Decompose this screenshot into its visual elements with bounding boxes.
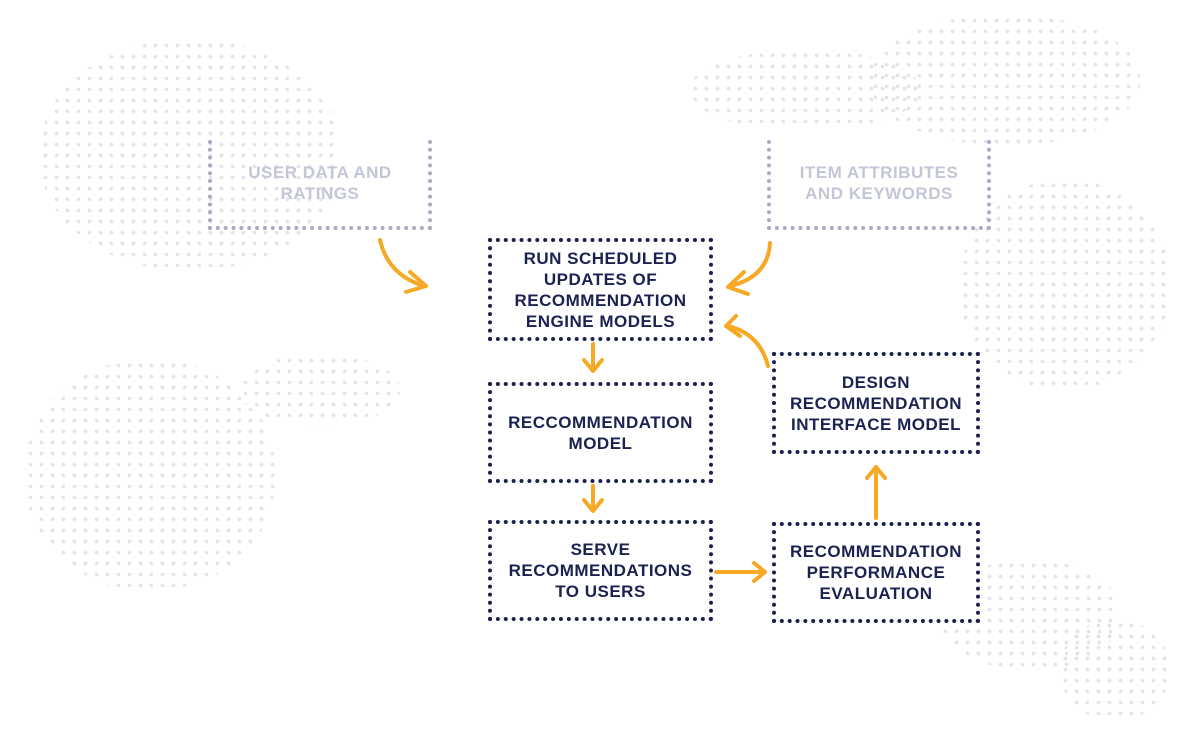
- design-node: DESIGN RECOMMENDATION INTERFACE MODEL: [772, 352, 980, 454]
- arrow-model-to-serve: [582, 484, 604, 513]
- arrow-evaluation-to-design: [865, 465, 887, 520]
- arrow-run-updates-to-model: [582, 342, 604, 373]
- user-data-label: USER DATA AND RATINGS: [248, 163, 392, 203]
- run-updates-label: RUN SCHEDULED UPDATES OF RECOMMENDATION …: [514, 248, 687, 331]
- model-node: RECCOMMENDATION MODEL: [488, 382, 713, 483]
- arrow-user-data-to-run-updates: [378, 238, 428, 294]
- background-dot-pattern: [25, 360, 275, 590]
- background-dot-pattern: [240, 355, 400, 425]
- serve-label: SERVE RECOMMENDATIONS TO USERS: [508, 540, 693, 601]
- background-dot-pattern: [1060, 620, 1170, 720]
- serve-node: SERVE RECOMMENDATIONS TO USERS: [488, 520, 713, 621]
- item-attributes-node: ITEM ATTRIBUTES AND KEYWORDS: [767, 140, 991, 230]
- arrow-design-to-run-updates: [724, 314, 770, 368]
- run-updates-node: RUN SCHEDULED UPDATES OF RECOMMENDATION …: [488, 238, 713, 341]
- arrow-serve-to-evaluation: [714, 561, 767, 583]
- user-data-node: USER DATA AND RATINGS: [208, 140, 432, 230]
- model-label: RECCOMMENDATION MODEL: [508, 412, 693, 453]
- design-label: DESIGN RECOMMENDATION INTERFACE MODEL: [790, 372, 962, 434]
- arrow-item-attributes-to-run-updates: [726, 241, 772, 296]
- blank-footer-area: [480, 675, 705, 705]
- evaluation-label: RECOMMENDATION PERFORMANCE EVALUATION: [790, 542, 962, 603]
- item-attributes-label: ITEM ATTRIBUTES AND KEYWORDS: [799, 163, 959, 203]
- evaluation-node: RECOMMENDATION PERFORMANCE EVALUATION: [772, 522, 980, 623]
- background-dot-pattern: [870, 15, 1140, 145]
- background-dot-pattern: [40, 40, 340, 270]
- background-dot-pattern: [960, 180, 1170, 390]
